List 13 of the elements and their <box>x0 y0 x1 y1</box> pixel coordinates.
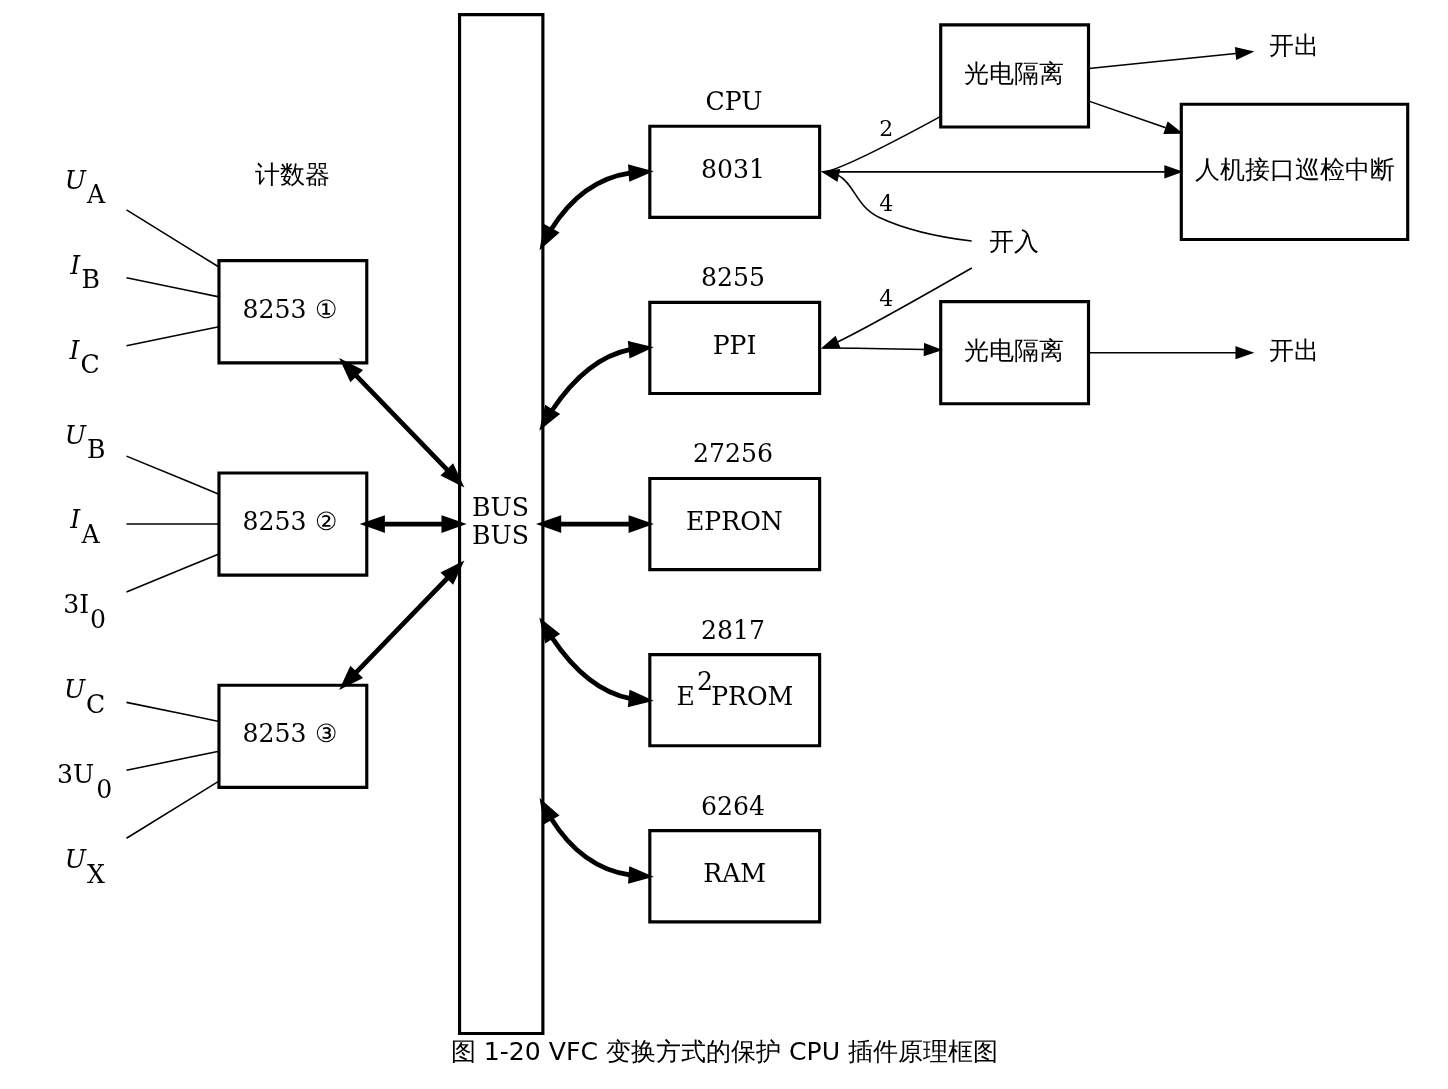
node-label: 27256 <box>692 439 773 469</box>
edge-label: 4 <box>878 191 893 217</box>
node-label: 6264 <box>700 791 765 821</box>
node-label: 8255 <box>700 263 765 293</box>
node-text: 开入 <box>988 227 1039 257</box>
caption: 图 1-20 VFC 变换方式的保护 CPU 插件原理框图 <box>450 1036 998 1066</box>
edge-label: 2 <box>878 115 893 141</box>
node-label: 2817 <box>700 615 765 645</box>
node-text: 开出 <box>1268 335 1319 365</box>
edge-label: 4 <box>878 285 893 311</box>
node-text: 开出 <box>1268 30 1319 60</box>
label: 计数器 <box>254 159 330 189</box>
node-label: CPU <box>705 87 763 117</box>
